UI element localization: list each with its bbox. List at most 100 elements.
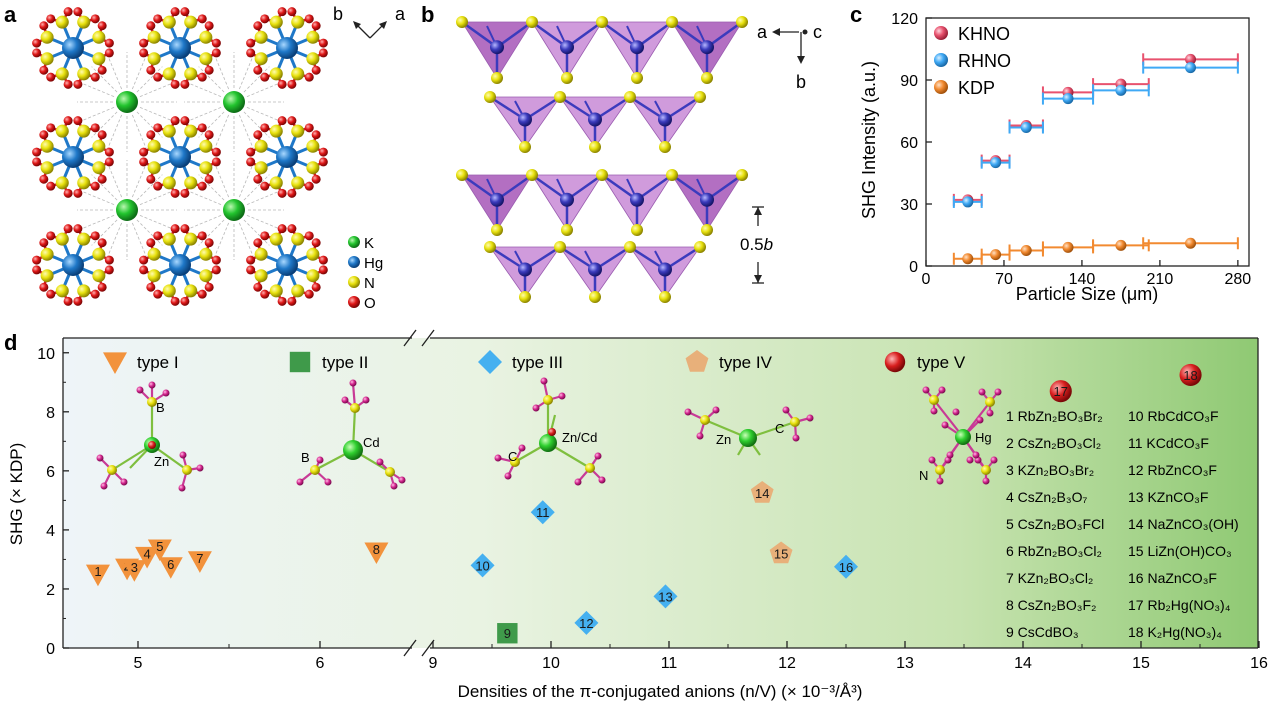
panel-d-ytick: 8 [46,405,55,422]
legend-marker-type-5 [884,351,906,373]
n-atom [554,91,566,103]
o-atom [806,414,814,422]
hg-atom [276,146,298,168]
o-atom [990,456,998,464]
o-atom [349,379,357,387]
o-atom [930,407,938,415]
o-atom [100,482,108,490]
data-point-kdp [962,253,974,265]
data-label-11: 11 [536,505,550,520]
legend-label-rhno: RHNO [958,51,1011,71]
o-atom [574,478,582,486]
hg-atom [700,40,714,55]
hg-atom [560,40,574,55]
data-point-17 [1049,380,1072,403]
panel-d-xlabel: Densities of the π-conjugated anions (n/… [458,682,863,701]
data-point-14 [750,481,774,503]
panel-d-ylabel: SHG (× KDP) [7,443,26,546]
compound-entry-16: 16 NaZnCO₃F [1128,570,1217,586]
panel-a-letter: a [4,2,17,27]
data-point-kdp [1115,239,1127,251]
center-atom [700,415,710,425]
data-point-11 [530,500,555,525]
data-point-khno [1185,53,1197,65]
compound-entry-5: 5 CsZn₂BO₃FCl [1006,516,1104,532]
n-atom [519,141,531,153]
data-point-9 [497,623,518,644]
n-atom [666,169,678,181]
n-atom [631,224,643,236]
data-point-10 [470,553,495,578]
axis-break-mark [403,639,417,657]
n-atom [491,224,503,236]
o-atom [712,406,720,414]
panel-c-xtick: 140 [1069,271,1096,288]
hg-atom [588,112,602,127]
legend-k-swatch [348,236,360,248]
data-point-4 [135,546,160,569]
o-atom [792,434,800,442]
panel-b-axis-b: b [796,72,806,92]
cd-atom [343,440,363,460]
o-atom [782,406,790,414]
center-atom [985,397,995,407]
o-atom [136,386,144,394]
panel-b-layers [456,16,748,303]
o-atom [518,444,526,452]
legend-label-type-1: type I [137,353,179,372]
legend-hg-label: Hg [364,255,383,272]
o-atom [558,392,566,400]
center-atom [182,465,192,475]
data-point-rhno [1115,84,1127,96]
o-atom [120,478,128,486]
hg-atom [588,262,602,277]
k-atom [116,199,138,221]
panel-d-ytick: 4 [46,523,55,540]
data-label-12: 12 [579,616,593,631]
center-atom [929,395,939,405]
center-atom [790,417,800,427]
o-atom [684,408,692,416]
o-atom [376,458,384,466]
legend-marker-type-2 [289,351,311,373]
panel-d-ytick: 6 [46,464,55,481]
hg-atom [276,37,298,59]
o-atom [324,478,332,486]
o-atom [179,451,187,459]
n-atom [596,16,608,28]
panel-a-axes: b a [333,4,406,39]
compound-entry-1: 1 RbZn₂BO₃Br₂ [1006,408,1103,424]
data-point-8 [364,542,389,565]
data-label-15: 15 [774,547,788,562]
hg-atom [169,37,191,59]
legend-label-type-5: type V [917,353,966,372]
o-atom [922,386,930,394]
data-point-rhno [1062,93,1074,105]
n-atom [456,169,468,181]
panel-c-ylabel: SHG Intensity (a.u.) [859,61,879,219]
panel-c-letter: c [850,2,862,27]
compound-entry-18: 18 K₂Hg(NO₃)₄ [1128,624,1222,640]
panel-d-ytick: 10 [37,346,55,363]
panel-a-legend: K Hg N O [348,235,383,312]
panel-b-letter: b [421,2,434,27]
compound-entry-15: 15 LiZn(OH)CO₃ [1128,543,1232,559]
center-atom [107,465,117,475]
n-atom [701,224,713,236]
compound-entry-10: 10 RbCdCO₃F [1128,408,1219,424]
panel-b-axes: a c b [757,22,822,92]
data-label-3: 3 [131,560,138,575]
o-atom [696,432,704,440]
o-atom [178,484,186,492]
center-atom [147,397,157,407]
compound-entry-17: 17 Rb₂Hg(NO₃)₄ [1128,597,1231,613]
data-point-18 [1179,363,1202,386]
data-point-7 [187,551,212,573]
motif-label-cd: Cd [363,435,380,450]
hg-atom [700,192,714,207]
